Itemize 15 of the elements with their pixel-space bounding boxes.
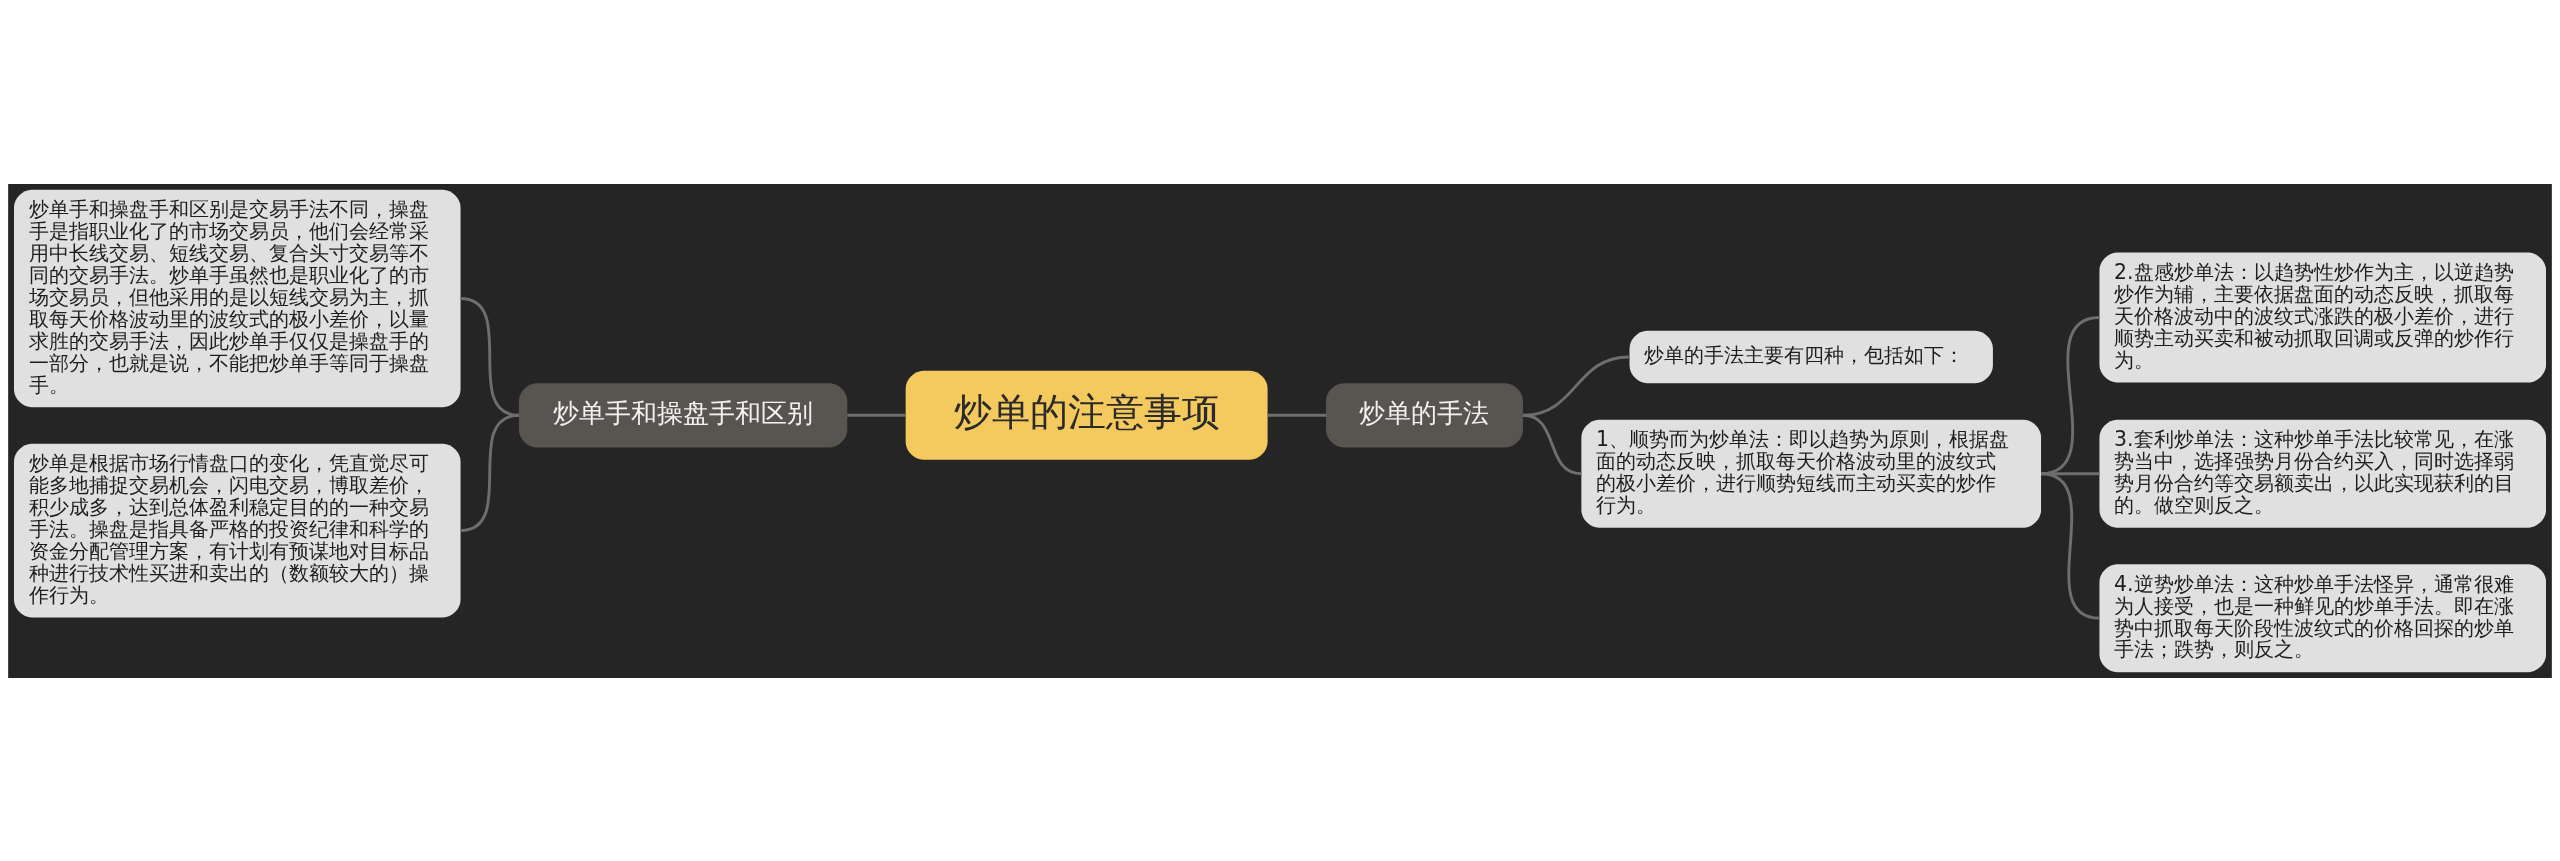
node-box: 3.套利炒单法：这种炒单手法比较常见，在涨势当中，选择强势月份合约买入，同时选择弱势月份合约等交易额卖出，以此实现获利的目的。做空则反之。	[2099, 419, 2546, 528]
node-box: 4.逆势炒单法：这种炒单手法怪异，通常很难为人接受，也是一种鲜见的炒单手法。即在涨势中抓取每天阶段性波纹式的价格回探的炒单手法；跌势，则反之。	[2099, 563, 2546, 672]
connector	[1267, 413, 1326, 417]
node-box: 炒单手和操盘手和区别是交易手法不同，操盘手是指职业化了的市场交易员，他们会经常采用中长线交易、短线交易、复合头寸交易等不同的交易手法。炒单手虽然也是职业化了的市场交易员，但他采用的是以短线交易为主，抓取每天价格波动里的波纹式的极小差价，以量求胜的交易手法，因此炒单手仅仅是操盘手的一部分，也就是说，不能把炒单手等同于操盘手。	[14, 189, 461, 407]
connector	[460, 413, 520, 532]
node-box: 炒单的注意事项	[905, 370, 1268, 460]
node-box: 炒单是根据市场行情盘口的变化，凭直觉尽可能多地捕捉交易机会，闪电交易，博取差价，积少成多，达到总体盈利稳定目的的一种交易手法。操盘是指具备严格的投资纪律和科学的资金分配管理方案，有计划有预谋地对目标品种进行技术性买进和卖出的（数额较大的）操作行为。	[14, 443, 461, 617]
node-box: 炒单手和操盘手和区别	[518, 382, 848, 447]
connector	[847, 413, 906, 417]
connector	[1522, 413, 1582, 475]
node-box: 炒单的手法	[1325, 382, 1523, 447]
node-box: 炒单的手法主要有四种，包括如下：	[1629, 330, 1993, 383]
connector	[2040, 471, 2100, 620]
node-box: 2.盘感炒单法：以趋势性炒作为主，以逆趋势炒作为辅，主要依据盘面的动态反映，抓取每天价格波动中的波纹式涨跌的极小差价，进行顺势主动买卖和被动抓取回调或反弹的炒作行为。	[2099, 252, 2546, 382]
node-box: 1、顺势而为炒单法：即以趋势为原则，根据盘面的动态反映，抓取每天价格波动里的波纹式的极小差价，进行顺势短线而主动买卖的炒作行为。	[1581, 419, 2042, 528]
